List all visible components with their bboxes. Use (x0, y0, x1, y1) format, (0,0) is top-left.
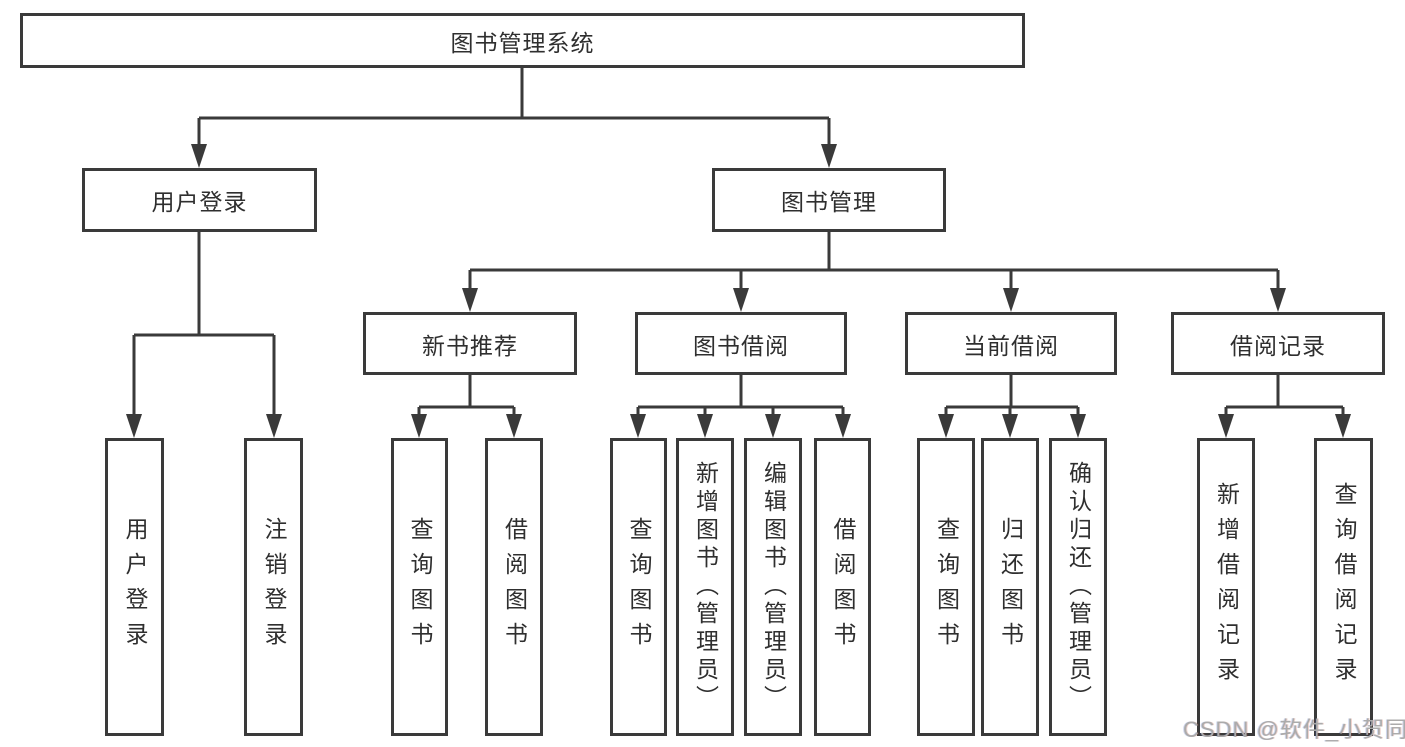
leaf-label: 用户登录 (122, 517, 148, 657)
node-label: 新书推荐 (422, 332, 518, 359)
leaf-return-books: 归还图书 (981, 438, 1039, 736)
node-label: 用户登录 (151, 189, 248, 215)
node-label: 借阅记录 (1230, 332, 1326, 359)
leaf-query-borrow-record: 查询借阅记录 (1314, 438, 1373, 736)
node-label: 图书管理系统 (450, 29, 595, 56)
leaf-label: 注销登录 (261, 517, 287, 657)
node-borrowing-records: 借阅记录 (1171, 312, 1385, 375)
leaf-borrow-books: 借阅图书 (814, 438, 871, 736)
leaf-label: 查询借阅记录 (1331, 482, 1357, 692)
leaf-label: 借阅图书 (501, 517, 528, 657)
node-book-borrowing: 图书借阅 (635, 312, 847, 375)
leaf-label: 查询图书 (626, 517, 652, 657)
node-label: 当前借阅 (963, 332, 1059, 359)
leaf-logout: 注销登录 (244, 438, 303, 736)
leaf-label: 编辑图书（管理员） (760, 461, 787, 713)
leaf-label: 查询图书 (407, 517, 433, 657)
node-current-borrowing: 当前借阅 (905, 312, 1117, 375)
leaf-label: 归还图书 (997, 517, 1024, 657)
leaf-user-login: 用户登录 (105, 438, 164, 736)
leaf-label: 查询图书 (933, 517, 960, 657)
node-book-management: 图书管理 (712, 168, 946, 232)
leaf-add-book-admin: 新增图书（管理员） (676, 438, 734, 736)
leaf-query-books-borrowing: 查询图书 (610, 438, 667, 736)
csdn-watermark: CSDN @软件_小贺同学 (1183, 717, 1405, 742)
node-new-book-recommend: 新书推荐 (363, 312, 577, 375)
leaf-label: 借阅图书 (830, 517, 856, 657)
node-user-login: 用户登录 (82, 168, 317, 232)
node-label: 图书借阅 (693, 332, 789, 359)
node-library-management-system: 图书管理系统 (20, 13, 1025, 68)
leaf-query-books-recommend: 查询图书 (391, 438, 448, 736)
leaf-borrow-books-recommend: 借阅图书 (485, 438, 543, 736)
leaf-label: 新增图书（管理员） (692, 461, 719, 713)
leaf-edit-book-admin: 编辑图书（管理员） (744, 438, 802, 736)
leaf-query-books-current: 查询图书 (917, 438, 975, 736)
leaf-label: 新增借阅记录 (1213, 482, 1240, 692)
node-label: 图书管理 (781, 189, 877, 215)
leaf-confirm-return-admin: 确认归还（管理员） (1049, 438, 1107, 736)
leaf-add-borrow-record: 新增借阅记录 (1197, 438, 1255, 736)
leaf-label: 确认归还（管理员） (1065, 461, 1092, 713)
